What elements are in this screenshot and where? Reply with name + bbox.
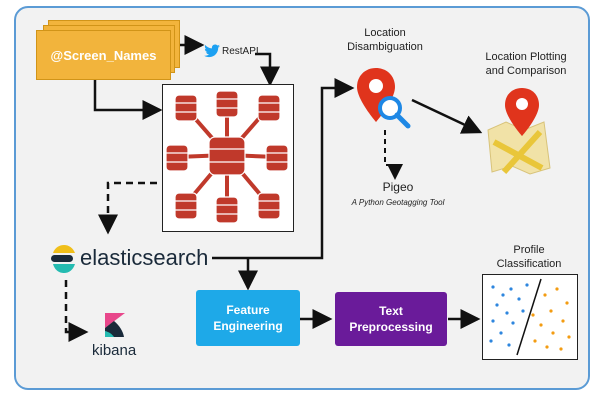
database-cluster (162, 84, 294, 232)
database-icon (165, 90, 289, 224)
arrow-elasticsearch-to-kibana (64, 280, 89, 342)
arrow-elasticsearch-to-location (212, 78, 355, 260)
elasticsearch-logo-icon (50, 244, 76, 274)
location-plotting-label: Location Plotting and Comparison (485, 51, 567, 77)
twitter-bird-icon (204, 44, 220, 58)
arrow-screen-names-to-db (93, 80, 163, 120)
arrow-location-to-plotting (411, 98, 483, 134)
feature-engineering-box: Feature Engineering (196, 290, 300, 346)
kibana-logo-icon (104, 312, 126, 338)
arrow-db-to-elasticsearch (98, 181, 205, 235)
restapi-label: RestAPI (222, 46, 259, 57)
screen-names-label: @Screen_Names (50, 47, 157, 63)
pigeo-subtitle: A Python Geotagging Tool (351, 198, 445, 207)
profile-classification-label: Profile Classification (496, 244, 562, 270)
classification-scatter-plot (482, 274, 578, 360)
location-search-icon (356, 66, 412, 132)
pigeo-label: Pigeo (382, 180, 414, 194)
elasticsearch-label: elasticsearch (80, 245, 209, 270)
map-pin-icon (484, 86, 558, 176)
screen-names-note: @Screen_Names (36, 30, 171, 80)
text-preprocessing-box: Text Preprocessing (335, 292, 447, 346)
arrow-location-to-pigeo (384, 130, 403, 180)
kibana-label: kibana (92, 342, 137, 359)
arrow-restapi-to-db (255, 52, 280, 87)
location-disambiguation-label: Location Disambiguation (347, 27, 423, 53)
